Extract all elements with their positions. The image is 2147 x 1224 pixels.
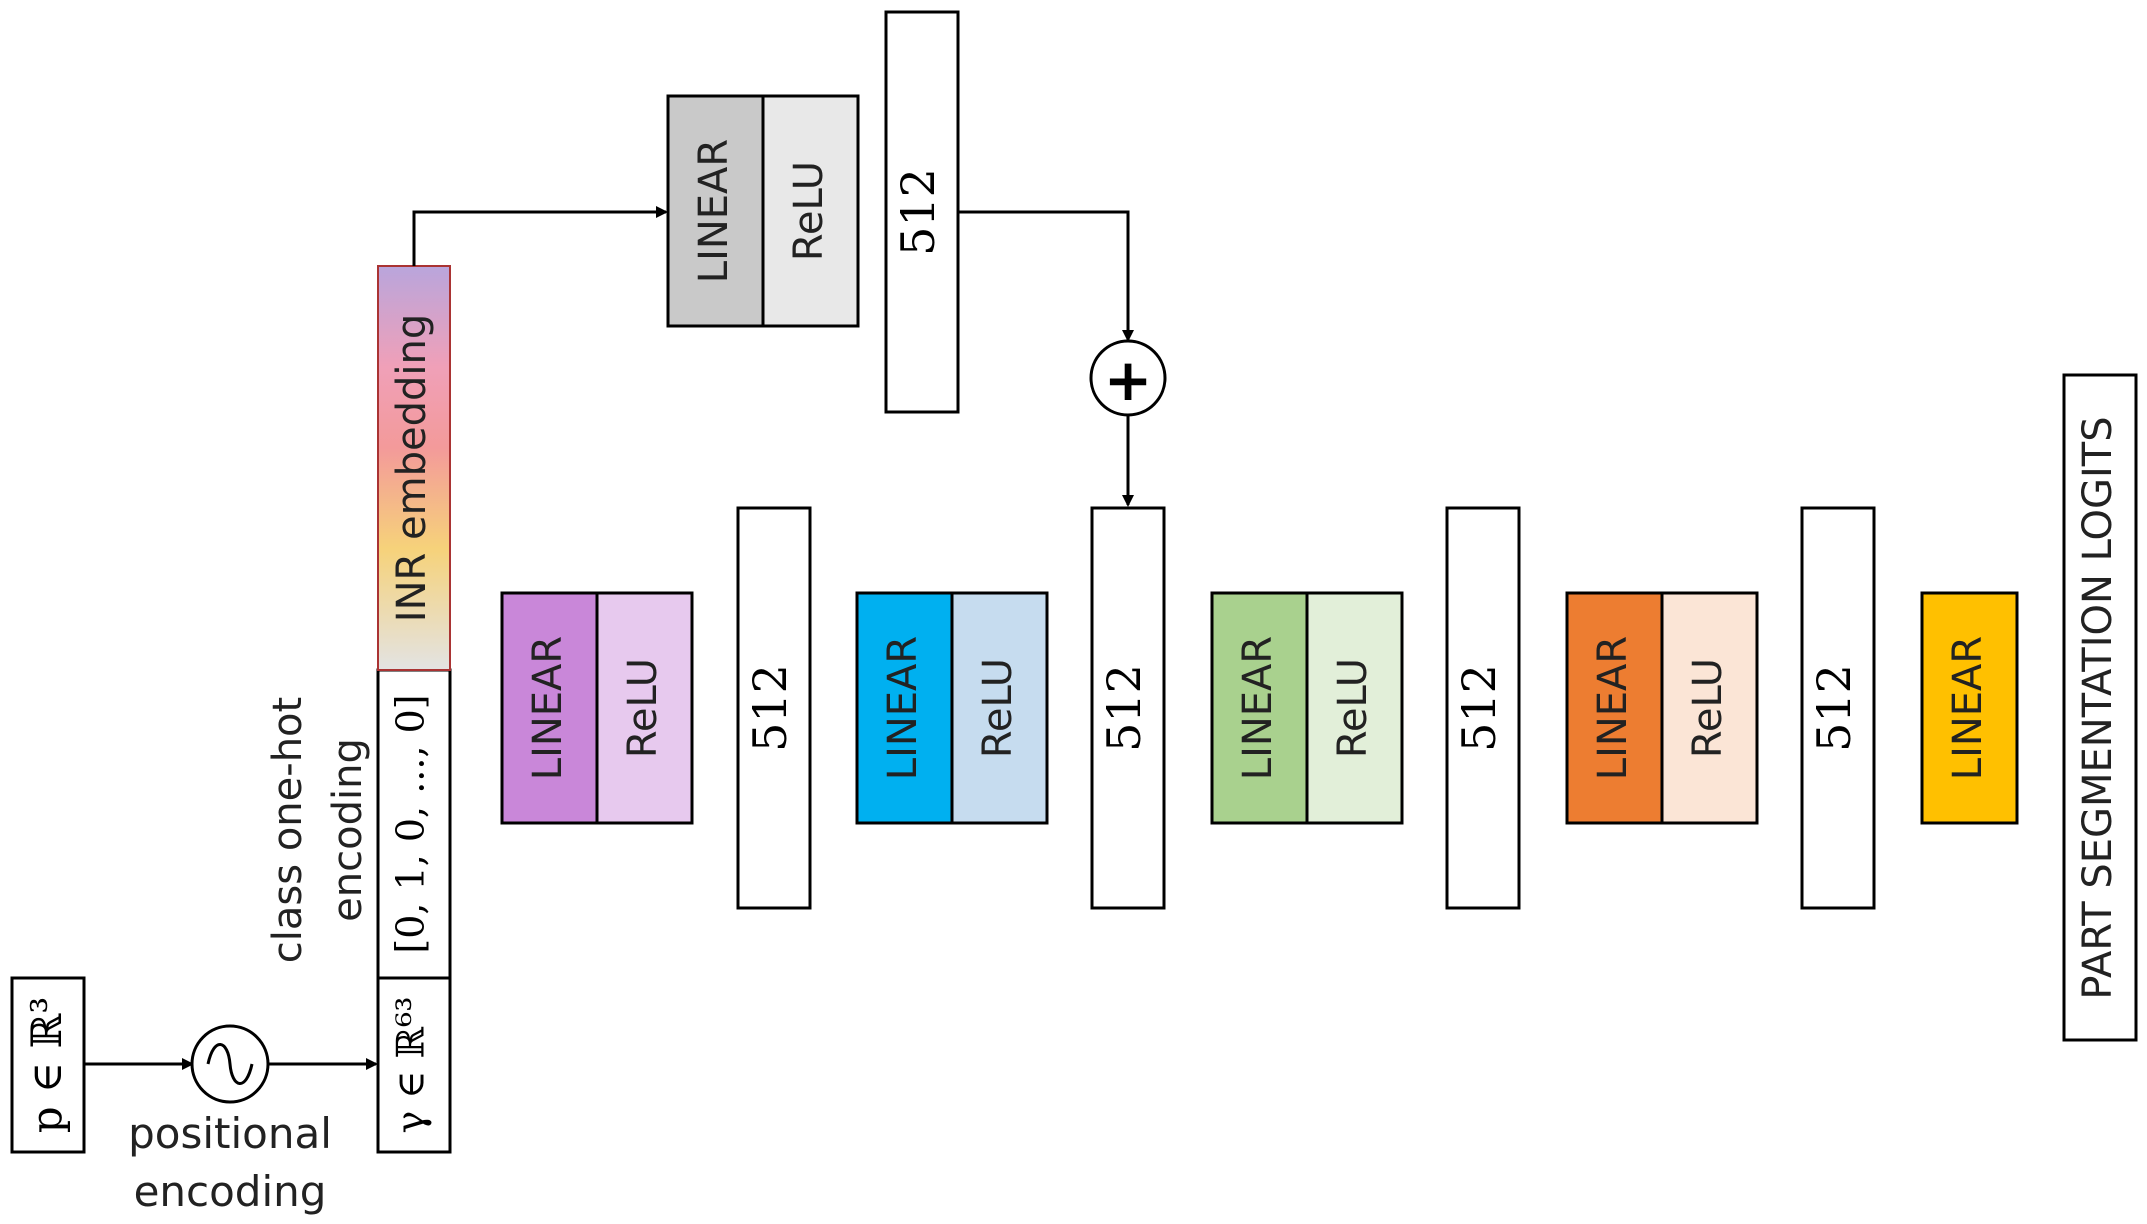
main-relu-2 xyxy=(950,591,1049,825)
final-linear-block: LINEAR xyxy=(1920,591,2019,825)
main-linear-4 xyxy=(1565,591,1664,825)
positional-encoding-icon xyxy=(190,1024,270,1104)
output-box: PART SEGMENTATION LOGITS xyxy=(2062,373,2138,1042)
main-relu-3 xyxy=(1305,591,1404,825)
main-relu-label-3: ReLU xyxy=(1330,658,1376,758)
gamma-box: γ ∈ ℝ⁶³ xyxy=(376,976,452,1154)
main-block-2: LINEAR ReLU xyxy=(855,591,1049,825)
main-block-3: LINEAR ReLU xyxy=(1210,591,1404,825)
pe-caption-line2: encoding xyxy=(134,1167,327,1216)
onehot-caption-line1: class one-hot xyxy=(265,697,311,963)
onehot-caption-line2: encoding xyxy=(325,738,371,922)
main-relu-label-2: ReLU xyxy=(975,658,1021,758)
onehot-value: [0, 1, 0, ..., 0] xyxy=(389,694,433,953)
final-linear-label: LINEAR xyxy=(1945,636,1991,780)
main-block-4: LINEAR ReLU xyxy=(1565,591,1759,825)
width-box-4: 512 xyxy=(1800,506,1876,910)
main-linear-label-4: LINEAR xyxy=(1590,636,1636,780)
skip-relu-label: ReLU xyxy=(786,161,832,261)
sum-symbol: + xyxy=(1104,346,1153,414)
main-relu-1 xyxy=(595,591,694,825)
output-label: PART SEGMENTATION LOGITS xyxy=(2075,416,2121,999)
skip-width-box: 512 xyxy=(884,10,960,414)
main-relu-4 xyxy=(1660,591,1759,825)
main-linear-label-3: LINEAR xyxy=(1235,636,1281,780)
arrow-skip-to-sum xyxy=(958,210,1134,342)
skip-width-label: 512 xyxy=(891,168,945,256)
main-relu-label-1: ReLU xyxy=(620,658,666,758)
pe-caption-line1: positional xyxy=(128,1109,332,1158)
inr-embedding-box: INR embedding xyxy=(377,265,451,671)
arrow-inr-to-skip-linear xyxy=(412,206,668,266)
main-block-1: LINEAR ReLU xyxy=(500,591,694,825)
width-box-3: 512 xyxy=(1445,506,1521,910)
width-label-4: 512 xyxy=(1807,664,1861,752)
width-label-3: 512 xyxy=(1452,664,1506,752)
onehot-box: [0, 1, 0, ..., 0] xyxy=(376,668,452,980)
skip-linear-label: LINEAR xyxy=(691,139,737,283)
main-linear-1 xyxy=(500,591,599,825)
inr-label: INR embedding xyxy=(389,314,435,622)
main-linear-label-2: LINEAR xyxy=(880,636,926,780)
width-label-2: 512 xyxy=(1097,664,1151,752)
main-relu-label-4: ReLU xyxy=(1685,658,1731,758)
skip-linear-block: LINEAR xyxy=(666,94,765,328)
input-point-label: p ∈ ℝ³ xyxy=(22,997,71,1133)
main-linear-label-1: LINEAR xyxy=(525,636,571,780)
width-label-1: 512 xyxy=(743,664,797,752)
main-linear-2 xyxy=(855,591,954,825)
input-point-box: p ∈ ℝ³ xyxy=(10,976,86,1154)
sum-node: + xyxy=(1089,339,1167,417)
width-box-2: 512 xyxy=(1090,506,1166,910)
skip-relu-block: ReLU xyxy=(761,94,860,328)
gamma-label: γ ∈ ℝ⁶³ xyxy=(389,996,433,1133)
width-box-1: 512 xyxy=(736,506,812,910)
